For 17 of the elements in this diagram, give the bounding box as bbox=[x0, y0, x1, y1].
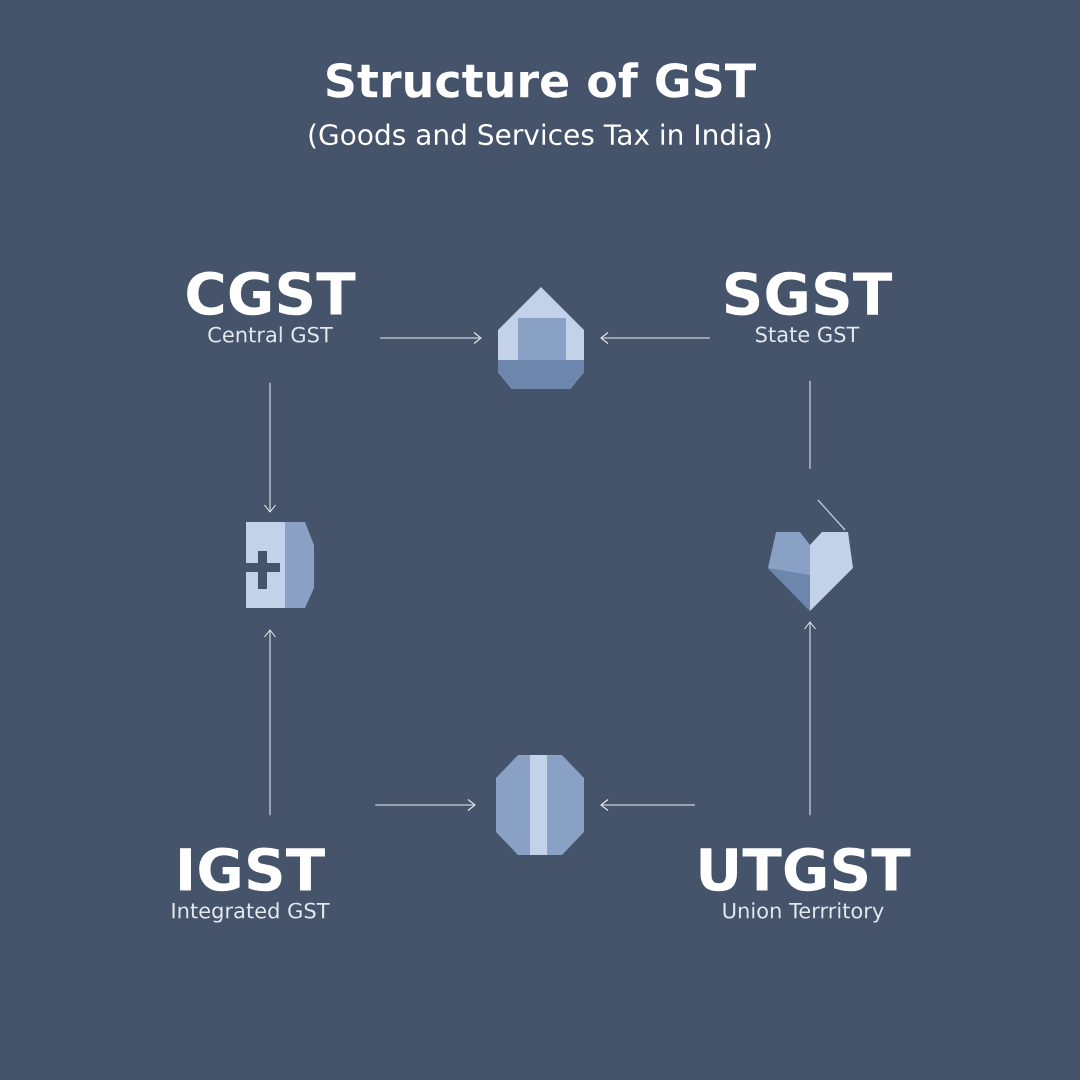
arrow bbox=[264, 629, 276, 816]
octagon-icon bbox=[496, 755, 584, 855]
tax-label: IGST Integrated GST bbox=[172, 847, 330, 923]
tax-label: SGST State GST bbox=[725, 271, 893, 343]
tax-label: CGST Central GST bbox=[187, 271, 356, 343]
arrow bbox=[804, 621, 816, 816]
heart-icon bbox=[768, 499, 853, 611]
arrow bbox=[600, 799, 696, 811]
box-icon bbox=[246, 522, 314, 608]
arrow bbox=[379, 332, 482, 344]
title: Structure of GST bbox=[327, 62, 756, 98]
tax-label: UTGST Union Terrritory bbox=[700, 847, 911, 923]
subtitle: (Goods and Services Tax in India) bbox=[309, 123, 771, 149]
arrow bbox=[374, 799, 476, 811]
arrow bbox=[600, 332, 711, 344]
pentagon-icon bbox=[498, 287, 584, 389]
arrow bbox=[264, 382, 276, 513]
